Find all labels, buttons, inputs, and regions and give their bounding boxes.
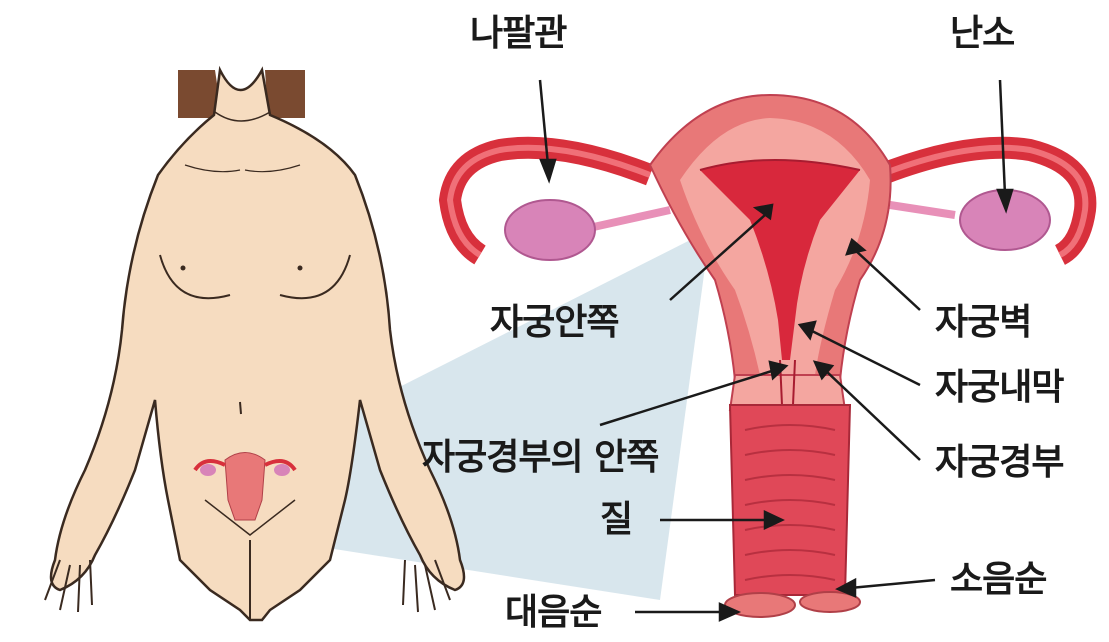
label-labia-minora: 소음순	[950, 562, 1046, 598]
label-vagina: 질	[600, 502, 632, 538]
label-cervix: 자궁경부	[935, 445, 1063, 481]
label-uterine-cavity: 자궁안쪽	[490, 305, 618, 341]
label-endometrium: 자궁내막	[935, 370, 1063, 406]
label-fallopian-tube: 나팔관	[470, 16, 566, 52]
label-inner-cervix: 자궁경부의 안쪽	[422, 440, 658, 476]
label-uterine-wall: 자궁벽	[935, 305, 1031, 341]
label-labia-majora: 대음순	[505, 595, 601, 631]
ovary-left	[505, 200, 595, 260]
label-ovary: 난소	[950, 16, 1014, 52]
